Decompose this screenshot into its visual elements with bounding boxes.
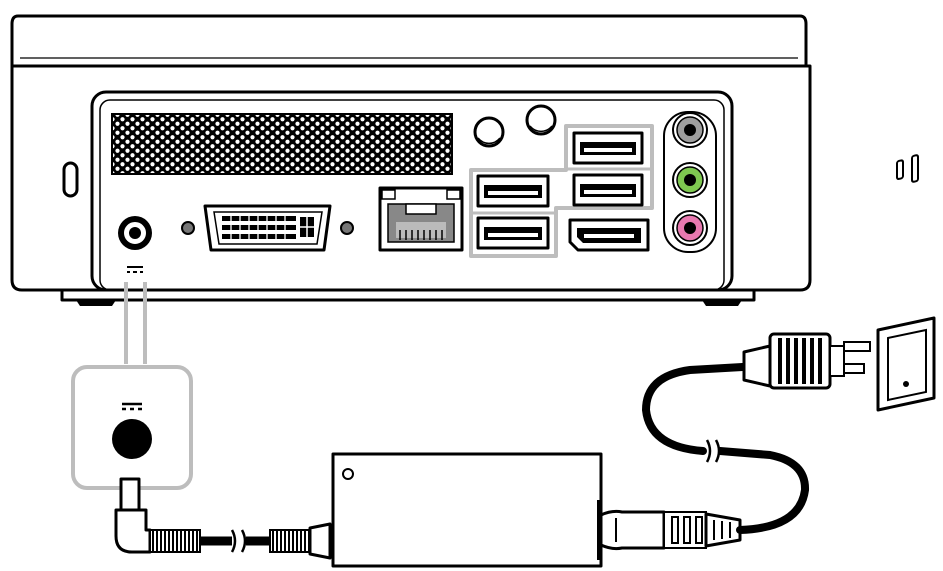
usb-port (572, 173, 644, 207)
pc-foot-left (76, 300, 116, 306)
mini-pc (10, 14, 812, 306)
displayport (568, 218, 650, 252)
adapter-brick (331, 452, 603, 568)
ac-cord-lower (716, 447, 809, 534)
usb-group-outline (469, 124, 654, 258)
round-button-left (473, 116, 505, 148)
power-adapter (331, 452, 603, 568)
dvi-port (181, 204, 354, 252)
dc-power-symbol-icon (127, 266, 143, 273)
wall-outlet-icon (876, 154, 936, 412)
audio-jack-green (672, 162, 708, 198)
usb-port (476, 216, 550, 250)
callout-leader (124, 282, 147, 364)
dc-plug-body (114, 508, 152, 554)
dc-power-symbol-icon (122, 402, 142, 411)
cord-break (230, 529, 247, 553)
round-button-right (525, 104, 557, 136)
cord-break (705, 439, 721, 463)
usb-port (476, 174, 550, 208)
ventilation-grille (111, 113, 453, 175)
dvi-screw-left (181, 221, 195, 235)
kensington-slot-icon (62, 161, 79, 198)
ac-power-cord (599, 332, 871, 551)
adapter-strain-relief-left (269, 529, 311, 553)
io-panel-inner (99, 99, 725, 291)
ac-inlet-connector (599, 509, 666, 551)
audio-jacks (663, 111, 717, 253)
dc-cable (114, 477, 332, 560)
pc-foot-right (702, 300, 742, 306)
ac-cord-upper (641, 362, 764, 455)
dc-plug-tip (119, 477, 141, 513)
dc-jack-callout (71, 282, 193, 490)
audio-jack-pink (672, 210, 708, 246)
adapter-led-icon (342, 468, 354, 480)
ac-plug-icon (742, 332, 871, 390)
dvi-screw-right (340, 221, 354, 235)
dc-power-jack (118, 216, 152, 250)
dc-jack-zoomed (112, 419, 152, 459)
dc-plug-grip (149, 529, 201, 553)
ethernet-port (378, 186, 464, 252)
audio-jack-gray (672, 112, 708, 148)
usb-port (572, 131, 644, 165)
